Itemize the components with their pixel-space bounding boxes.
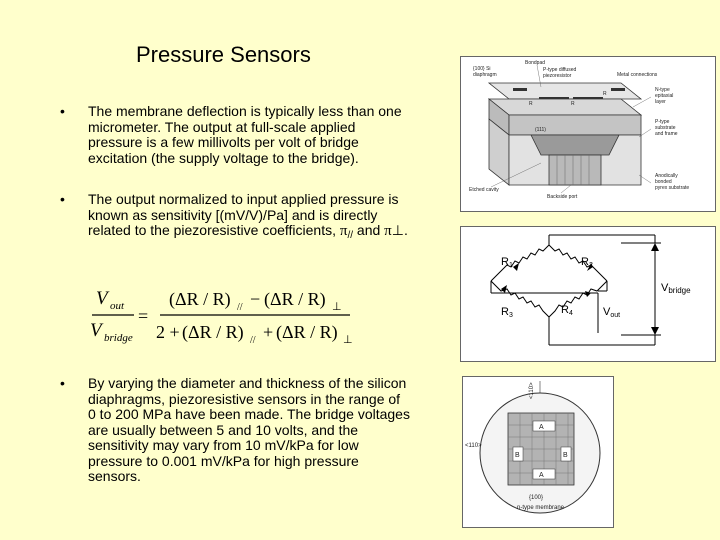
bullet-symbol: •: [60, 103, 65, 119]
vout-label: Vout: [603, 306, 620, 319]
label-substrate: substrate: [655, 125, 676, 131]
sensitivity-formula: V out V bridge = (ΔR / R) // − (ΔR / R) …: [90, 288, 353, 346]
bullet-text-main: The output normalized to input applied p…: [88, 191, 399, 238]
label-port: Backside port: [547, 194, 578, 200]
formula-v: V: [90, 320, 104, 341]
label-pyrex: pyrex substrate: [655, 185, 689, 191]
label-anodically: Anodically: [655, 173, 678, 179]
label-bonded: bonded: [655, 179, 672, 185]
formula-ratio: (ΔR / R): [182, 322, 244, 343]
resistor-a-label: A: [539, 424, 544, 431]
label-cavity: Etched cavity: [469, 187, 499, 193]
label-metal: Metal connections: [617, 72, 658, 78]
pi-symbol: π: [384, 223, 392, 239]
label-ptype-substrate: P-type: [655, 119, 670, 125]
membrane-label: n-type membrane: [517, 505, 565, 511]
formula-perp: ⊥: [332, 301, 342, 313]
bridge-circuit: R1 R2 R3 R4 Vbridge Vout: [490, 234, 691, 346]
formula-ratio: (ΔR / R): [264, 289, 326, 310]
perpendicular-subscript: ⊥: [391, 222, 404, 238]
vbridge-label: Vbridge: [661, 282, 691, 295]
label-plane: {100} Si: [473, 66, 491, 72]
conjunction: and: [353, 222, 385, 238]
resistor-r2-label: R2: [581, 256, 593, 269]
resistor-r1-label: R1: [501, 256, 513, 269]
label-diaphragm: diaphragm: [473, 72, 497, 78]
formula-bridge: bridge: [104, 332, 133, 344]
formula-v: V: [96, 288, 110, 309]
label-r: R: [603, 91, 607, 97]
direction-label-top: <110>: [529, 382, 535, 399]
formula-par: //: [250, 335, 256, 346]
sensor-cross-section-figure: Bondpad {100} Si diaphragm P-type diffus…: [460, 56, 716, 212]
bullet-text: The membrane deflection is typically les…: [88, 103, 402, 166]
period: .: [403, 222, 408, 238]
label-layer: layer: [655, 99, 666, 105]
resistor-b-label: B: [563, 452, 568, 459]
formula-perp: ⊥: [343, 334, 353, 346]
formula-ratio: (ΔR / R): [276, 322, 338, 343]
pi-symbol: π: [339, 223, 348, 239]
formula-two-plus: 2 +: [156, 322, 180, 342]
direction-label-left: <110>: [465, 443, 482, 449]
membrane-drawing: <110> <110> A A B B {100} n-type membran…: [465, 381, 601, 514]
bullet-text: By varying the diameter and thickness of…: [88, 375, 410, 484]
cross-section-drawing: Bondpad {100} Si diaphragm P-type diffus…: [469, 60, 689, 200]
formula-ratio: (ΔR / R): [169, 289, 231, 310]
label-ntype: N-type: [655, 87, 670, 93]
formula-equals: =: [138, 306, 148, 326]
label-bondpad: Bondpad: [525, 60, 545, 66]
label-piezoresistor: piezoresistor: [543, 73, 572, 79]
wheatstone-bridge-figure: R1 R2 R3 R4 Vbridge Vout: [460, 226, 716, 362]
resistor-b-label: B: [515, 452, 520, 459]
label-ptype: P-type diffused: [543, 67, 576, 73]
formula-par: //: [237, 302, 243, 313]
resistor-a-label: A: [539, 472, 544, 479]
plane-label: {100}: [529, 495, 543, 501]
resistor-r3-label: R3: [501, 306, 513, 319]
label-r: R: [571, 101, 575, 107]
resistor-r4-label: R4: [561, 304, 573, 317]
label-frame: and frame: [655, 131, 678, 137]
formula-minus: −: [250, 289, 260, 309]
label-r: R: [529, 101, 533, 107]
formula-out: out: [110, 300, 125, 312]
bullet-text: The output normalized to input applied p…: [88, 191, 410, 244]
label-epitaxial: epitaxial: [655, 93, 673, 99]
membrane-top-view-figure: <110> <110> A A B B {100} n-type membran…: [462, 376, 614, 528]
page-title: Pressure Sensors: [136, 42, 311, 67]
label-direction: (111): [535, 127, 546, 133]
bullet-symbol: •: [60, 375, 65, 391]
formula-plus: +: [263, 322, 273, 342]
bullet-symbol: •: [60, 191, 65, 207]
parallel-subscript: //: [347, 230, 354, 241]
